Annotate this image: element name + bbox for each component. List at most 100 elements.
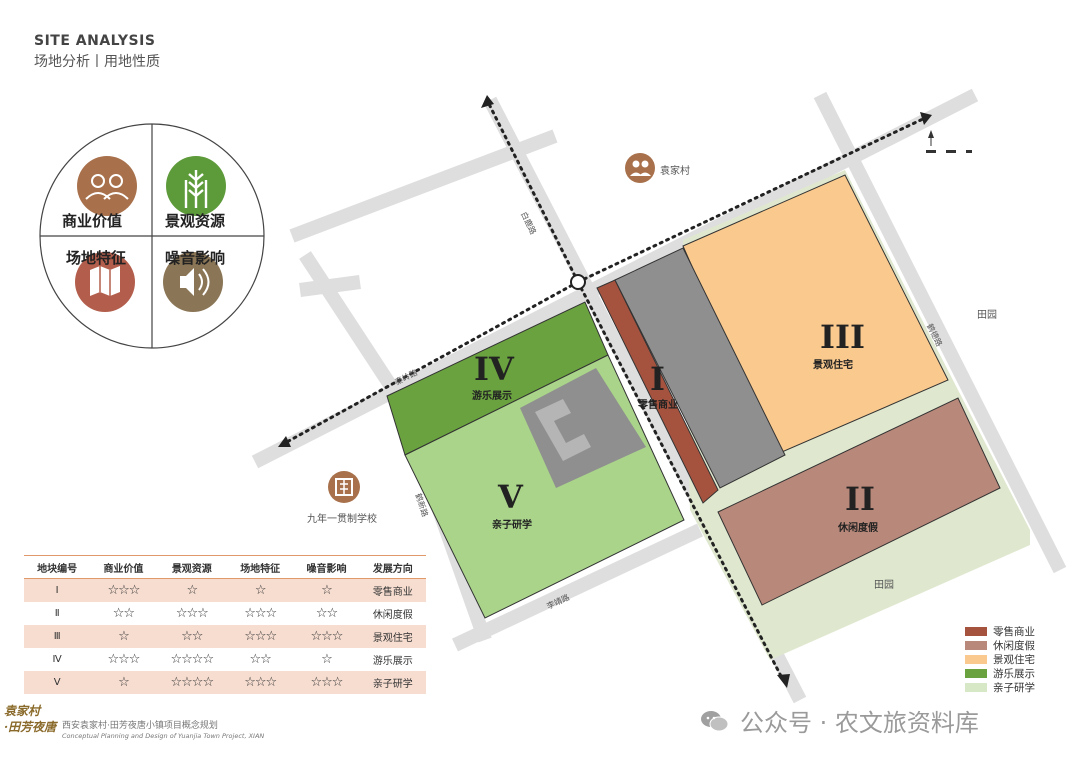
table-cell: 游乐展示 (372, 656, 413, 667)
table-cell: Ⅳ (52, 654, 62, 665)
footer-project-title-en: Conceptual Planning and Design of Yuanji… (62, 732, 265, 740)
table-cell: 景观住宅 (359, 625, 426, 648)
center-node (570, 274, 586, 290)
logo-line-1: 袁家村 (4, 704, 41, 718)
table-header-cell: 景观资源 (156, 555, 228, 579)
plot-v-name: 亲子研学 (492, 520, 532, 531)
table-row: Ⅲ ☆ ☆☆ ☆☆☆ ☆☆☆ 景观住宅 (24, 625, 426, 648)
scale-bar (926, 130, 972, 153)
table-header-cell: 噪音影响 (293, 555, 360, 579)
table-row: Ⅱ ☆☆ ☆☆☆ ☆☆☆ ☆☆ 休闲度假 (24, 602, 426, 625)
table-cell: ☆ (321, 652, 333, 667)
place-label-school: 九年一贯制学校 (307, 514, 377, 525)
speaker-icon (163, 252, 223, 312)
place-label-village: 袁家村 (660, 166, 690, 177)
table-header-cell: 商业价值 (90, 555, 157, 579)
plot-i-numeral: I (650, 360, 665, 398)
plot-gray (614, 247, 786, 489)
table-row: Ⅳ ☆☆☆ ☆☆☆☆ ☆☆ ☆ 游乐展示 (24, 648, 426, 671)
legend-label: 亲子研学 (993, 681, 1035, 694)
arrow-head-east (920, 112, 932, 125)
table-cell: ☆☆☆ (293, 625, 360, 648)
table-cell: ☆ (293, 578, 360, 602)
table-header-row: 地块编号 商业价值 景观资源 场地特征 噪音影响 发展方向 (24, 555, 426, 579)
table-cell: 休闲度假 (372, 610, 413, 621)
plot-iii-numeral: III (820, 318, 865, 356)
table-cell: ☆☆☆ (227, 625, 294, 648)
watermark-text: 公众号 · 农文旅资料库 (740, 709, 979, 737)
table-cell: ☆☆☆ (90, 578, 157, 602)
table-cell: ☆☆ (156, 625, 228, 648)
table-cell: ☆☆☆ (244, 606, 277, 621)
page-title-en: SITE ANALYSIS (34, 33, 156, 49)
factor-label-landscape: 景观资源 (165, 212, 226, 230)
legend-item: 景观住宅 (965, 652, 1035, 666)
legend-item: 亲子研学 (965, 680, 1035, 694)
watermark: 公众号 · 农文旅资料库 (700, 703, 979, 738)
table-cell: ☆ (90, 671, 157, 694)
logo-line-2: ·田芳夜唐 (4, 720, 57, 734)
table-cell: ☆☆ (315, 606, 338, 621)
place-label-field-1: 田园 (977, 310, 997, 321)
table-header-cell: 场地特征 (227, 555, 294, 579)
arrow-heads (278, 95, 932, 688)
table-cell: ☆☆☆ (175, 606, 209, 621)
table-header-cell: 发展方向 (359, 555, 426, 579)
table-cell: ☆ (90, 625, 157, 648)
legend-swatch (965, 626, 987, 636)
village-icon (625, 153, 655, 183)
legend-swatch (965, 654, 987, 664)
legend-label: 游乐展示 (993, 667, 1035, 680)
plot-iv-name: 游乐展示 (472, 391, 512, 402)
legend-item: 休闲度假 (965, 638, 1035, 652)
table-cell: ☆ (227, 578, 294, 602)
wechat-icon (701, 710, 729, 731)
table-cell: Ⅰ (24, 578, 91, 602)
table-cell: 亲子研学 (359, 671, 426, 694)
legend-item: 游乐展示 (965, 666, 1035, 680)
table-cell: ☆☆☆☆ (156, 671, 228, 694)
legend-swatch (965, 682, 987, 692)
table-cell: ☆☆ (112, 606, 135, 621)
building-c-shape (535, 399, 591, 461)
axis-arrows (283, 98, 927, 682)
legend-label: 休闲度假 (993, 639, 1035, 652)
plot-iii-name: 景观住宅 (813, 360, 853, 371)
table-cell: ☆☆☆☆ (170, 652, 215, 667)
people-icon (77, 156, 137, 216)
factor-label-commercial: 商业价值 (62, 212, 123, 230)
table-cell: ☆☆☆ (107, 652, 140, 667)
arrow-head-west (278, 436, 291, 447)
legend-item: 零售商业 (965, 624, 1035, 638)
factor-label-site: 场地特征 (66, 249, 127, 267)
site-analysis-table: 地块编号 商业价值 景观资源 场地特征 噪音影响 发展方向 Ⅰ ☆☆☆ ☆ ☆ … (24, 555, 426, 694)
arrow-head-south (777, 674, 790, 688)
page-title-cn: 场地分析丨用地性质 (34, 54, 160, 70)
table-header-cell: 地块编号 (24, 555, 91, 579)
table-row: Ⅴ ☆ ☆☆☆☆ ☆☆☆ ☆☆☆ 亲子研学 (24, 671, 426, 694)
project-logo: 袁家村 ·田芳夜唐 (4, 703, 56, 735)
arrow-head-north (481, 95, 494, 108)
place-label-field-2: 田园 (874, 580, 894, 591)
footer-project-title-cn: 西安袁家村·田芳夜唐小镇项目概念规划 (62, 721, 218, 731)
land-plots (386, 170, 1030, 660)
legend-label: 景观住宅 (993, 653, 1035, 666)
table-cell: Ⅲ (24, 625, 91, 648)
table-row: Ⅰ ☆☆☆ ☆ ☆ ☆ 零售商业 (24, 578, 426, 602)
table-cell: ☆ (156, 578, 228, 602)
table-cell: ☆☆☆ (293, 671, 360, 694)
table-cell: ☆☆ (249, 652, 272, 667)
table-cell: 零售商业 (359, 578, 426, 602)
plot-gray-building (520, 368, 646, 488)
wheat-icon (166, 156, 226, 216)
table-cell: ☆☆☆ (227, 671, 294, 694)
factor-circle (39, 123, 265, 349)
map-icon (75, 252, 135, 312)
factor-label-noise: 噪音影响 (165, 249, 226, 267)
plot-ii-name: 休闲度假 (838, 523, 878, 534)
legend-swatch (965, 668, 987, 678)
plot-i-name: 零售商业 (638, 400, 678, 411)
plot-i (596, 279, 719, 504)
plot-v-numeral: V (498, 478, 523, 516)
